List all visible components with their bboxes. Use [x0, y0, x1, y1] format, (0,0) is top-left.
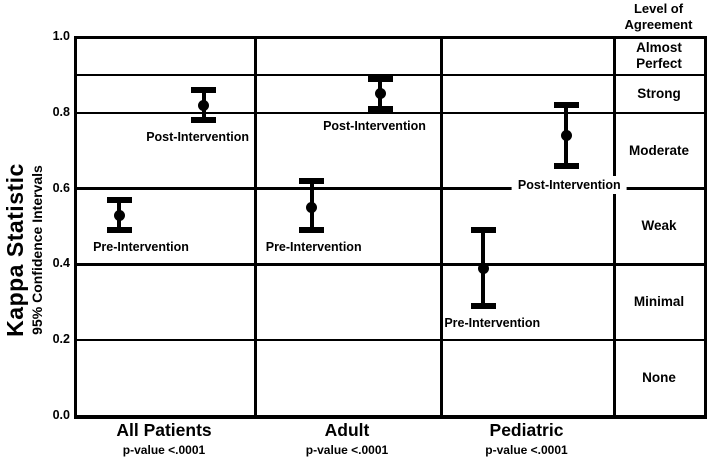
- errorbar-cap-top-adult-pre-intervention: [299, 178, 325, 185]
- gridline-0.2: [74, 338, 707, 342]
- panel-separator-3: [613, 36, 616, 418]
- agreement-level-none: None: [642, 370, 676, 386]
- agreement-column-header: Level of Agreement: [613, 1, 704, 33]
- agreement-level-almost-perfect: Almost Perfect: [636, 39, 682, 71]
- errorbar-mean-dot-all-patients-pre-intervention: [113, 209, 125, 221]
- group-label-pediatric: Pediatric: [489, 420, 564, 440]
- errorbar-mean-dot-all-patients-post-intervention: [198, 99, 210, 111]
- y-tick-label-0.6: 0.6: [52, 180, 70, 195]
- group-pvalue-all-patients: p-value <.0001: [122, 443, 206, 457]
- x-axis-line: [74, 415, 707, 419]
- panel-separator-1: [254, 36, 257, 418]
- y-axis-title: Kappa Statistic: [2, 163, 28, 337]
- errorbar-cap-bottom-adult-pre-intervention: [299, 227, 325, 234]
- agreement-level-moderate: Moderate: [628, 142, 689, 158]
- agreement-level-weak: Weak: [641, 218, 677, 234]
- y-tick-label-0.2: 0.2: [52, 332, 70, 347]
- errorbar-cap-bottom-pediatric-post-intervention: [553, 162, 579, 169]
- errorbar-cap-bottom-all-patients-pre-intervention: [106, 227, 132, 234]
- errorbar-mean-dot-pediatric-pre-intervention: [477, 262, 489, 274]
- y-tick-label-0.8: 0.8: [52, 104, 70, 119]
- agreement-header-line1: Level of: [633, 1, 684, 16]
- agreement-level-minimal: Minimal: [633, 294, 685, 310]
- y-axis-line: [74, 36, 77, 418]
- y-tick-label-0.0: 0.0: [52, 408, 70, 422]
- gridline-0.6: [74, 187, 707, 190]
- errorbar-cap-bottom-adult-post-intervention: [367, 106, 393, 112]
- errorbar-cap-top-all-patients-pre-intervention: [106, 196, 132, 203]
- errorbar-cap-top-all-patients-post-intervention: [191, 87, 217, 94]
- y-tick-label-1.0: 1.0: [52, 29, 70, 43]
- point-label-pediatric-pre-intervention: Pre-Intervention: [444, 316, 541, 331]
- point-label-all-patients-post-intervention: Post-Intervention: [146, 130, 249, 145]
- agreement-header-line2: Agreement: [624, 17, 693, 32]
- group-pvalue-pediatric: p-value <.0001: [485, 443, 568, 457]
- gridline-0.4: [74, 263, 707, 266]
- errorbar-mean-dot-adult-pre-intervention: [306, 202, 318, 214]
- errorbar-cap-top-pediatric-pre-intervention: [470, 227, 496, 234]
- panel-separator-2: [440, 36, 443, 418]
- group-label-all-patients: All Patients: [116, 420, 212, 440]
- y-tick-label-0.4: 0.4: [52, 256, 70, 271]
- errorbar-cap-top-pediatric-post-intervention: [553, 102, 579, 109]
- errorbar-mean-dot-pediatric-post-intervention: [560, 130, 572, 142]
- point-label-pediatric-post-intervention: Post-Intervention: [511, 175, 627, 194]
- agreement-level-strong: Strong: [637, 85, 681, 101]
- point-label-adult-pre-intervention: Pre-Intervention: [265, 240, 362, 255]
- point-label-adult-post-intervention: Post-Intervention: [323, 119, 426, 133]
- group-label-adult: Adult: [324, 420, 370, 440]
- errorbar-cap-top-adult-post-intervention: [367, 75, 393, 82]
- errorbar-mean-dot-adult-post-intervention: [374, 88, 386, 100]
- group-pvalue-adult: p-value <.0001: [305, 443, 389, 457]
- gridline-0.8: [74, 111, 707, 115]
- plot-right-border: [704, 36, 707, 418]
- plot-top-border: [74, 36, 707, 39]
- point-label-all-patients-pre-intervention: Pre-Intervention: [93, 240, 189, 255]
- errorbar-cap-bottom-pediatric-pre-intervention: [470, 303, 496, 310]
- errorbar-cap-bottom-all-patients-post-intervention: [191, 117, 217, 124]
- gridline-0.9: [74, 73, 707, 77]
